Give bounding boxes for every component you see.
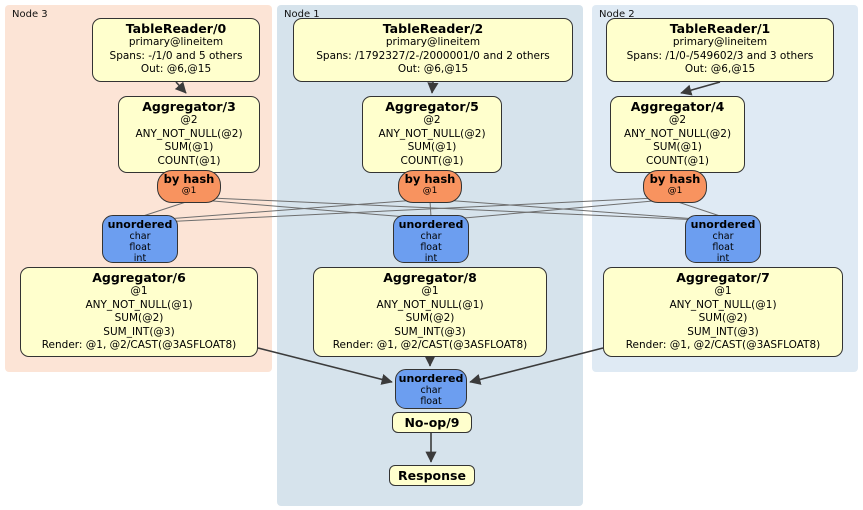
aggregator-line: @2 [668, 114, 687, 126]
aggregator-line: COUNT(@1) [400, 154, 464, 167]
aggregator-line: ANY_NOT_NULL(@2) [623, 127, 732, 140]
sync-type: int [133, 253, 147, 264]
router-key: @1 [422, 186, 438, 196]
sync-title: unordered [398, 372, 464, 385]
aggregator-line: SUM_INT(@3) [394, 325, 466, 338]
hash-router: by hash @1 [643, 170, 707, 203]
processor-title: Aggregator/4 [630, 99, 725, 114]
router-key: @1 [181, 186, 197, 196]
aggregator-render: Render: @1, @2/CAST(@3ASFLOAT8) [332, 339, 528, 351]
tablereader-box: TableReader/1 primary@lineitem Spans: /1… [606, 18, 834, 82]
tablereader-box: TableReader/2 primary@lineitem Spans: /1… [293, 18, 573, 82]
node-label: Node 2 [599, 9, 635, 20]
aggregator-line: COUNT(@1) [157, 154, 221, 167]
aggregator-line: SUM_INT(@3) [687, 325, 759, 338]
noop-box: No-op/9 [392, 412, 472, 433]
aggregator-line: SUM_INT(@3) [103, 325, 175, 338]
aggregator-render: Render: @1, @2/CAST(@3ASFLOAT8) [625, 339, 821, 351]
response-box: Response [389, 465, 475, 486]
tablereader-index: primary@lineitem [672, 36, 768, 48]
processor-title: Aggregator/6 [92, 270, 186, 285]
sync-type: float [712, 242, 734, 253]
sync-title: unordered [690, 218, 756, 231]
aggregator-line: SUM(@2) [114, 312, 164, 324]
aggregator-render: Render: @1, @2/CAST(@3ASFLOAT8) [41, 339, 237, 351]
aggregator-line: @2 [180, 114, 198, 126]
router-title: by hash [649, 172, 701, 186]
aggregator-box: Aggregator/7 @1 ANY_NOT_NULL(@1) SUM(@2)… [603, 267, 843, 357]
sync-type: float [129, 242, 151, 253]
sync-type: int [716, 253, 730, 264]
hash-router: by hash @1 [157, 170, 221, 203]
hash-router: by hash @1 [398, 170, 462, 203]
node-label: Node 3 [12, 9, 48, 20]
aggregator-box: Aggregator/4 @2 ANY_NOT_NULL(@2) SUM(@1)… [610, 96, 745, 173]
node-label: Node 1 [284, 9, 320, 20]
processor-title: Aggregator/5 [385, 99, 479, 114]
sync-type: int [424, 253, 438, 264]
aggregator-line: SUM(@1) [653, 141, 702, 153]
tablereader-out: Out: @6,@15 [140, 63, 212, 75]
router-title: by hash [404, 172, 456, 186]
tablereader-out: Out: @6,@15 [397, 63, 469, 75]
aggregator-line: @2 [423, 114, 441, 126]
aggregator-line: ANY_NOT_NULL(@2) [378, 127, 486, 140]
router-key: @1 [667, 186, 683, 196]
aggregator-line: ANY_NOT_NULL(@1) [669, 298, 777, 311]
sync-type: char [129, 231, 151, 242]
tablereader-index: primary@lineitem [385, 36, 481, 48]
router-title: by hash [163, 172, 215, 186]
aggregator-line: SUM(@1) [407, 141, 457, 153]
processor-title: Aggregator/7 [676, 270, 770, 285]
processor-title: Aggregator/3 [142, 99, 236, 114]
aggregator-line: ANY_NOT_NULL(@2) [135, 127, 243, 140]
aggregator-line: COUNT(@1) [646, 154, 709, 167]
aggregator-line: @1 [714, 285, 732, 297]
processor-title: TableReader/0 [125, 21, 227, 36]
sync-type: float [420, 396, 442, 407]
unordered-sync: unordered char float int [685, 215, 761, 264]
sync-title: unordered [107, 218, 173, 231]
aggregator-line: SUM(@2) [405, 312, 455, 324]
processor-title: TableReader/1 [669, 21, 771, 36]
aggregator-line: ANY_NOT_NULL(@1) [85, 298, 193, 311]
aggregator-line: SUM(@1) [164, 141, 214, 153]
sync-title: unordered [398, 218, 464, 231]
aggregator-line: SUM(@2) [698, 312, 748, 324]
processor-title: Aggregator/8 [383, 270, 477, 285]
sync-type: float [420, 242, 442, 253]
unordered-sync: unordered char float int [393, 215, 469, 264]
aggregator-line: @1 [421, 285, 439, 297]
aggregator-box: Aggregator/8 @1 ANY_NOT_NULL(@1) SUM(@2)… [313, 267, 547, 357]
sync-type: char [420, 231, 442, 242]
final-unordered-sync: unordered char float [395, 369, 467, 409]
tablereader-index: primary@lineitem [128, 36, 224, 48]
processor-title: TableReader/2 [382, 21, 484, 36]
aggregator-line: ANY_NOT_NULL(@1) [376, 298, 484, 311]
unordered-sync: unordered char float int [102, 215, 178, 264]
tablereader-spans: Spans: /1792327/2-/2000001/0 and 2 other… [316, 49, 550, 62]
sync-type: char [420, 385, 442, 396]
aggregator-box: Aggregator/5 @2 ANY_NOT_NULL(@2) SUM(@1)… [362, 96, 502, 173]
tablereader-spans: Spans: -/1/0 and 5 others [109, 49, 243, 62]
aggregator-box: Aggregator/6 @1 ANY_NOT_NULL(@1) SUM(@2)… [20, 267, 258, 357]
tablereader-box: TableReader/0 primary@lineitem Spans: -/… [92, 18, 260, 82]
aggregator-box: Aggregator/3 @2 ANY_NOT_NULL(@2) SUM(@1)… [118, 96, 260, 173]
tablereader-spans: Spans: /1/0-/549602/3 and 3 others [626, 49, 814, 62]
aggregator-line: @1 [130, 285, 148, 297]
sync-type: char [712, 231, 734, 242]
tablereader-out: Out: @6,@15 [684, 63, 756, 75]
